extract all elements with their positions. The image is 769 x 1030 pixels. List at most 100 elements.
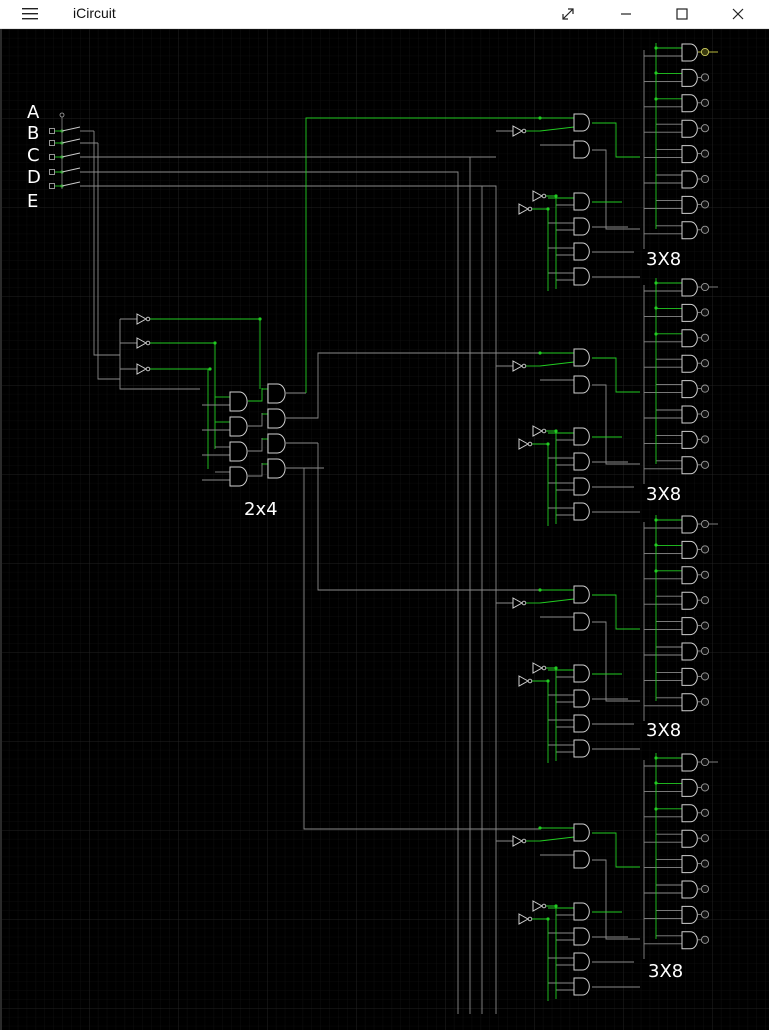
and-gate xyxy=(681,693,698,712)
and-gate xyxy=(229,416,248,437)
close-icon[interactable] xyxy=(715,0,761,28)
not-gate-bubble xyxy=(541,193,547,199)
and-gate-body xyxy=(573,113,590,132)
and-gate-body xyxy=(681,195,698,214)
and-gate-body xyxy=(229,391,248,412)
maximize-icon[interactable] xyxy=(659,0,705,28)
junction-dot xyxy=(654,543,658,547)
and-gate xyxy=(573,850,590,869)
and-gate-body xyxy=(267,383,286,404)
and-gate xyxy=(573,452,590,471)
and-gate xyxy=(681,195,698,214)
junction-dot xyxy=(654,807,658,811)
wire xyxy=(592,357,640,393)
output-led xyxy=(700,834,710,843)
input-label-c: C xyxy=(27,145,40,166)
not-gate xyxy=(532,900,547,912)
and-gate xyxy=(681,804,698,823)
and-gate xyxy=(573,977,590,996)
wire xyxy=(61,126,81,132)
and-gate-body xyxy=(681,667,698,686)
input-label-e: E xyxy=(27,191,38,212)
and-gate-body xyxy=(573,927,590,946)
not-gate xyxy=(512,597,527,609)
junction-dot xyxy=(554,666,558,670)
output-led xyxy=(700,409,710,419)
not-gate-body xyxy=(532,900,544,912)
junction-dot xyxy=(654,332,658,336)
expand-icon[interactable] xyxy=(545,0,591,28)
and-gate-body xyxy=(681,880,698,899)
wire xyxy=(61,167,81,173)
and-gate-body xyxy=(681,170,698,189)
and-gate xyxy=(681,931,698,950)
hamburger-menu-icon[interactable] xyxy=(7,0,53,28)
and-gate xyxy=(681,354,698,373)
not-gate-body xyxy=(532,662,544,674)
wire xyxy=(539,126,575,132)
output-led xyxy=(700,621,710,630)
wire xyxy=(592,384,640,465)
circuit-canvas[interactable]: A B C D E 2x4 3X8 3X8 3X8 3X8 xyxy=(0,29,769,1030)
decoder-3x8-label-2: 3X8 xyxy=(646,484,681,505)
not-gate xyxy=(532,425,547,437)
and-gate xyxy=(681,667,698,686)
decoder-2x4-label: 2x4 xyxy=(244,499,278,520)
and-gate xyxy=(681,119,698,138)
and-gate-body xyxy=(573,217,590,236)
and-gate-body xyxy=(681,94,698,113)
and-gate xyxy=(573,927,590,946)
and-gate-body xyxy=(681,753,698,772)
wire xyxy=(592,122,640,158)
and-gate xyxy=(573,689,590,708)
title-bar: iCircuit xyxy=(0,0,769,29)
and-gate xyxy=(681,540,698,559)
and-gate-body xyxy=(573,375,590,394)
and-gate xyxy=(573,113,590,132)
output-led xyxy=(700,519,710,529)
and-gate xyxy=(573,427,590,446)
minimize-icon[interactable] xyxy=(603,0,649,28)
wire xyxy=(592,859,640,940)
and-gate xyxy=(681,329,698,348)
wire xyxy=(248,388,263,402)
not-gate-body xyxy=(518,913,530,925)
and-gate xyxy=(267,433,286,454)
and-gate-body xyxy=(573,850,590,869)
and-gate xyxy=(573,902,590,921)
wire xyxy=(305,117,540,393)
wire xyxy=(539,361,575,367)
output-led xyxy=(700,98,710,107)
output-led xyxy=(700,435,710,444)
and-gate-body xyxy=(573,585,590,604)
junction-dot xyxy=(546,679,550,683)
wire xyxy=(80,171,459,1014)
and-gate xyxy=(681,43,698,62)
and-gate-body xyxy=(681,591,698,610)
output-led xyxy=(700,333,710,342)
and-gate-body xyxy=(681,329,698,348)
junction-dot xyxy=(546,442,550,446)
and-gate xyxy=(573,823,590,842)
wire xyxy=(119,319,200,390)
and-gate-body xyxy=(573,952,590,971)
and-gate-body xyxy=(573,477,590,496)
and-gate xyxy=(681,753,698,772)
and-gate xyxy=(573,477,590,496)
and-gate xyxy=(681,170,698,189)
wire xyxy=(93,131,120,356)
and-gate xyxy=(573,714,590,733)
and-gate-body xyxy=(573,140,590,159)
output-led xyxy=(700,73,710,82)
wire xyxy=(317,443,540,591)
not-gate xyxy=(136,363,151,375)
not-gate-bubble xyxy=(541,903,547,909)
not-gate-body xyxy=(136,363,148,375)
input-switch xyxy=(49,128,55,134)
and-gate xyxy=(681,855,698,874)
not-gate xyxy=(518,913,533,925)
and-gate xyxy=(681,880,698,899)
not-gate-bubble xyxy=(527,206,533,212)
circuit-diagram[interactable]: A B C D E 2x4 3X8 3X8 3X8 3X8 xyxy=(0,29,769,1030)
and-gate-body xyxy=(681,778,698,797)
